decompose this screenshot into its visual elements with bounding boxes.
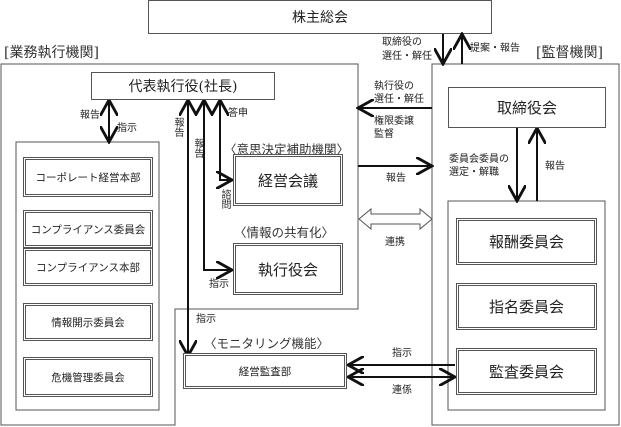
arrow-exec-meeting xyxy=(204,100,232,270)
label-report-units: 報告 xyxy=(80,110,100,121)
label-committee-appoint-1: 委員会委員の xyxy=(449,154,509,165)
label-exec-appoint-1: 執行役の xyxy=(374,81,414,92)
label-instruct-audit-committee: 指示 xyxy=(392,348,412,359)
label-committee-appoint-2: 選定・解職 xyxy=(449,167,499,178)
board-box: 取締役会 xyxy=(448,87,606,128)
shareholders-meeting-label: 株主総会 xyxy=(292,10,348,26)
label-consult: 諮問 xyxy=(219,189,230,209)
unit-compliance-hq: コンプライアンス本部 xyxy=(23,248,153,286)
committee-nomination: 指名委員会 xyxy=(456,283,597,330)
ceo-box: 代表執行役(社長) xyxy=(91,72,275,100)
shareholders-meeting-box: 株主総会 xyxy=(148,0,492,34)
label-cooperation: 連携 xyxy=(385,237,405,248)
label-delegation-1: 権限委譲 xyxy=(374,116,414,127)
unit-crisis-committee: 危機管理委員会 xyxy=(23,357,153,397)
internal-audit-box: 経営監査部 xyxy=(183,353,347,389)
info-sharing-heading: 〈情報の共有化〉 xyxy=(234,225,335,240)
decision-support-heading: 〈意思決定補助機関〉 xyxy=(224,142,350,157)
committee-compensation: 報酬委員会 xyxy=(456,218,597,265)
label-instruct-audit: 指示 xyxy=(196,314,216,325)
label-director-appoint-1: 取締役の xyxy=(382,37,422,48)
arrow-cooperation xyxy=(358,207,433,231)
label-answer: 答申 xyxy=(228,108,248,119)
label-instruct-units: 指示 xyxy=(117,123,137,134)
execution-section-heading: [業務執行機関] xyxy=(4,45,99,61)
management-meeting-box: 経営会議 xyxy=(233,154,343,206)
label-report-mid-vertical: 報告 xyxy=(192,138,203,158)
label-liaison: 連係 xyxy=(392,385,412,396)
label-committee-report: 報告 xyxy=(545,161,565,172)
label-report-left-vertical: 報告 xyxy=(172,117,183,137)
label-delegation-2: 監督 xyxy=(374,129,394,140)
label-proposal-report: 提案・報告 xyxy=(470,43,520,54)
unit-corporate-management: コーポレート経営本部 xyxy=(23,157,153,197)
ceo-label: 代表執行役(社長) xyxy=(128,79,238,95)
committee-audit: 監査委員会 xyxy=(456,348,597,395)
executive-meeting-box: 執行役会 xyxy=(233,243,343,295)
unit-compliance-committee: コンプライアンス委員会 xyxy=(23,210,153,248)
supervision-section-heading: [監督機関] xyxy=(536,45,603,61)
label-director-appoint-2: 選任・解任 xyxy=(382,51,432,62)
label-report-board: 報告 xyxy=(386,173,406,184)
unit-disclosure-committee: 情報開示委員会 xyxy=(23,303,153,341)
monitoring-heading: 〈モニタリング機能〉 xyxy=(204,336,330,351)
label-exec-appoint-2: 選任・解任 xyxy=(374,94,424,105)
label-instruct-exec: 指示 xyxy=(209,279,229,290)
